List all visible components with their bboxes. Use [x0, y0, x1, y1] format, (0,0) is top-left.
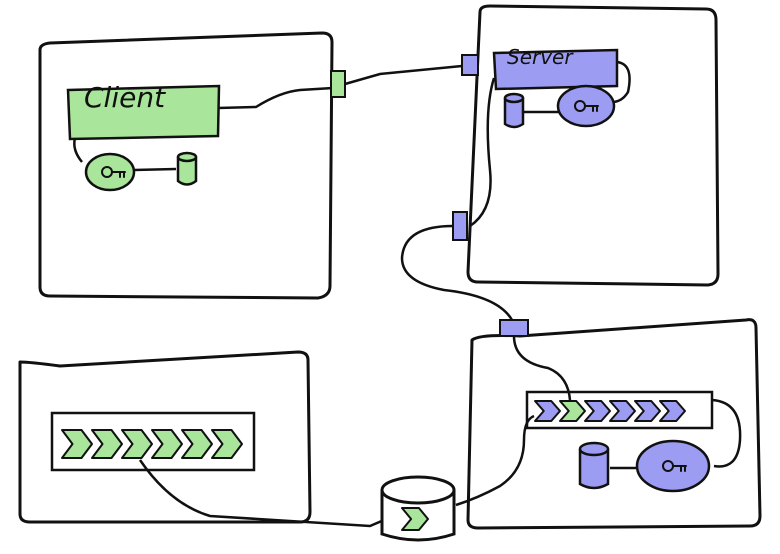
client-port — [330, 70, 346, 98]
chevron-icon — [211, 429, 243, 459]
key-icon — [84, 152, 136, 192]
lower-right-port — [499, 319, 529, 337]
server-wire-port — [469, 77, 496, 228]
server-label: Server — [507, 45, 574, 69]
key-icon — [556, 84, 616, 128]
chevron-icon — [609, 400, 636, 422]
client-wire-port — [217, 86, 334, 110]
database-icon — [578, 441, 610, 490]
key-icon — [635, 439, 711, 493]
lower-right-wire-bottom-db — [455, 414, 535, 507]
server-label-banner — [492, 48, 619, 91]
database-icon — [176, 151, 198, 186]
server-lower-right-link — [400, 224, 514, 321]
right-pipeline-chevrons — [534, 400, 686, 422]
lower-right-wire-key — [711, 398, 742, 468]
server-wire-key — [611, 60, 631, 104]
chevron-icon — [91, 429, 123, 459]
chevron-icon — [534, 400, 561, 422]
chevron-icon — [584, 400, 611, 422]
chevron-icon — [634, 400, 661, 422]
database-icon — [503, 92, 525, 129]
server-box — [466, 4, 720, 287]
client-wire-db — [133, 167, 177, 172]
chevron-icon — [559, 400, 586, 422]
left-pipeline-chevrons — [61, 429, 243, 459]
chevron-icon — [181, 429, 213, 459]
client-label: Client — [84, 81, 166, 114]
chevron-icon — [151, 429, 183, 459]
chevron-icon — [659, 400, 686, 422]
pipeline-to-db-link — [138, 459, 385, 528]
chevron-icon — [401, 507, 429, 531]
client-wire-key — [73, 137, 83, 163]
chevron-icon — [61, 429, 93, 459]
lower-right-wire-port — [512, 335, 572, 401]
server-port-top — [461, 54, 479, 76]
chevron-icon — [121, 429, 153, 459]
server-port-bottom — [452, 211, 468, 241]
bottom-db-chevrons — [401, 507, 429, 531]
client-server-link — [344, 64, 463, 86]
client-label-banner — [66, 84, 221, 141]
